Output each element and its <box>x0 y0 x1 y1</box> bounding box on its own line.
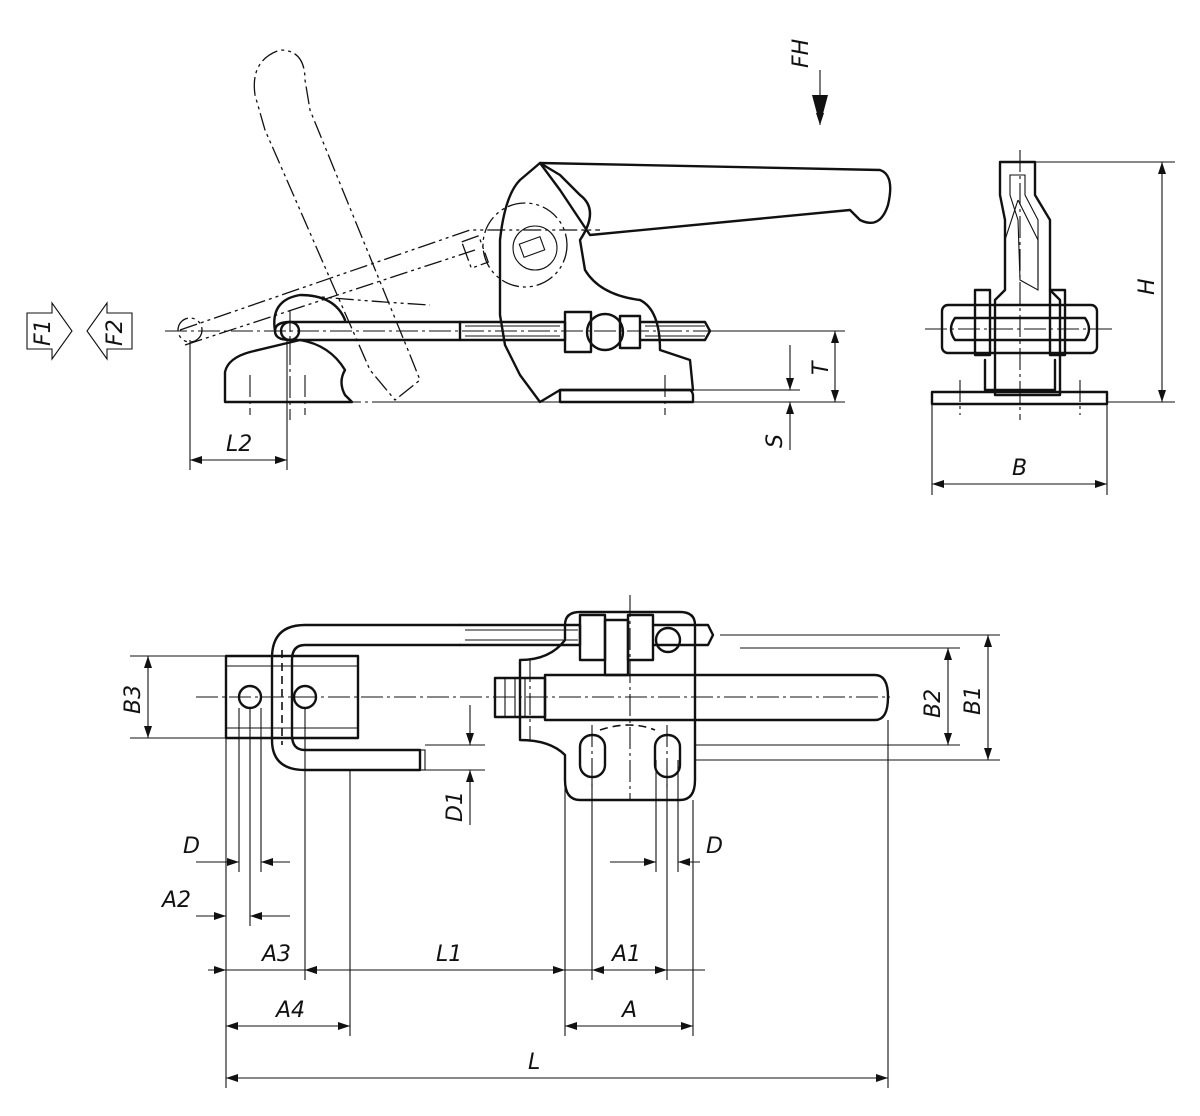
top-rod-end <box>651 623 715 647</box>
b3-label: B3 <box>121 685 146 714</box>
f1-arrow <box>26 301 73 361</box>
d1-label: D1 <box>443 791 468 822</box>
front-handle <box>993 160 1062 397</box>
pivot-nut <box>518 235 546 259</box>
a-label: A <box>620 998 637 1023</box>
b-label: B <box>1012 456 1027 481</box>
side-nut-2 <box>618 314 642 350</box>
l-label: L <box>528 1050 540 1075</box>
a1-label: A1 <box>610 942 641 967</box>
top-knob <box>493 676 547 719</box>
side-handle <box>538 161 892 237</box>
fh-arrow-head <box>812 95 828 125</box>
a3-label: A3 <box>260 942 291 967</box>
front-handle-detail <box>1004 199 1039 285</box>
side-hook <box>273 293 347 333</box>
top-view: B3 B2 B1 D1 D A <box>121 595 1000 1088</box>
top-nut-2 <box>626 613 655 662</box>
phantom-circle <box>482 202 568 288</box>
h-label: H <box>1135 278 1160 295</box>
t-label: T <box>809 360 834 375</box>
slot-hidden <box>599 724 656 731</box>
a4-label: A4 <box>274 998 305 1023</box>
top-handle <box>543 673 890 722</box>
l2-label: L2 <box>226 432 252 457</box>
side-view: FH F1 F2 L2 T S <box>26 39 892 470</box>
d-left-label: D <box>183 834 200 859</box>
f1-label: F1 <box>31 319 56 346</box>
phantom-rod <box>179 229 600 331</box>
pivot-circle <box>512 225 558 271</box>
side-body <box>498 161 695 404</box>
side-base-plate <box>223 338 354 404</box>
phantom-arc <box>299 294 431 306</box>
front-post-r <box>1048 288 1067 357</box>
side-pivot <box>585 312 625 352</box>
a2-label: A2 <box>160 888 191 913</box>
f2-label: F2 <box>103 319 128 346</box>
front-latch-inner <box>949 316 1091 342</box>
side-right-base <box>558 388 695 404</box>
b2-label: B2 <box>921 689 946 718</box>
side-nut <box>563 310 593 354</box>
f2-arrow <box>86 301 133 361</box>
top-body <box>518 610 697 802</box>
fh-label: FH <box>789 39 814 68</box>
top-pivot-block <box>603 618 630 677</box>
front-view: H B <box>925 150 1175 495</box>
phantom-nut <box>460 234 490 270</box>
hook-end <box>419 749 426 771</box>
top-pin <box>654 626 682 654</box>
b1-label: B1 <box>961 686 986 715</box>
d-right-label: D <box>706 834 723 859</box>
s-label: S <box>763 434 788 448</box>
l1-label: L1 <box>436 942 462 967</box>
front-handle-inner <box>1009 174 1039 291</box>
phantom-handle <box>253 49 421 401</box>
phantom-pivot <box>177 317 203 343</box>
front-post-l <box>973 288 992 357</box>
top-nut-1 <box>578 613 607 662</box>
latch-pin <box>279 320 301 342</box>
